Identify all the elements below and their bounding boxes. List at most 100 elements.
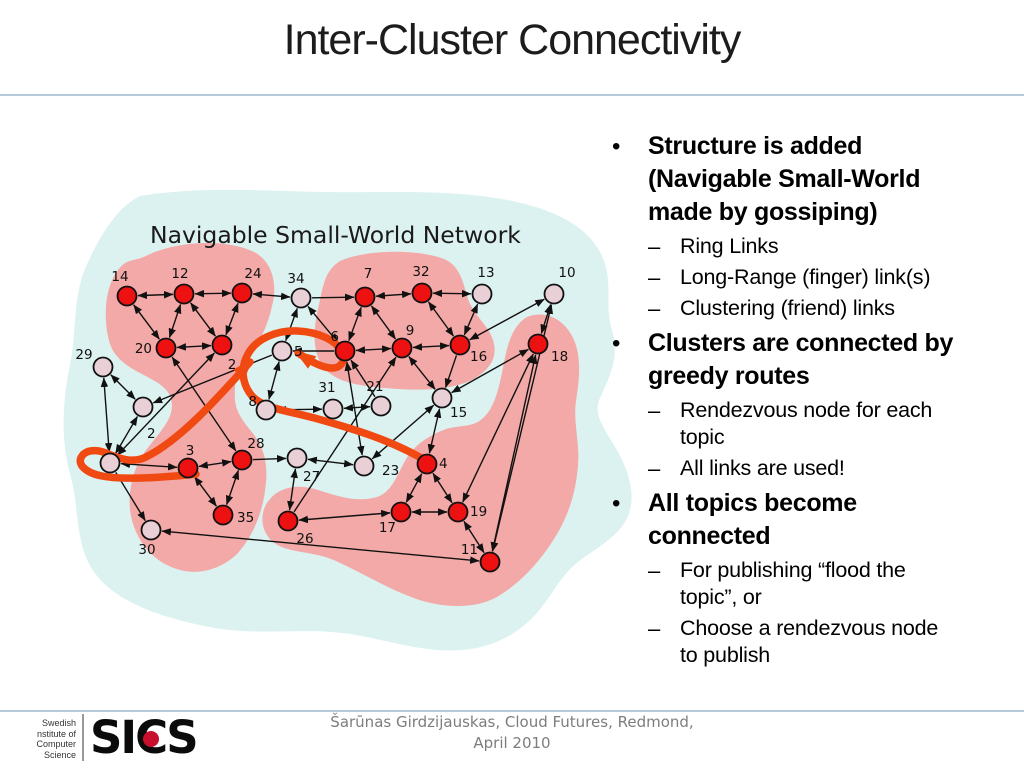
- node-6: [334, 340, 356, 362]
- bullet-marker: –: [648, 398, 661, 423]
- edge-4-17: [405, 473, 423, 503]
- node-31: [322, 398, 344, 420]
- bullet-text: Clustering (friend) links: [680, 296, 895, 320]
- edge-26-27: [287, 468, 298, 511]
- node-label-14: 14: [111, 269, 128, 285]
- edge-bl-3: [120, 460, 178, 471]
- bullet-text: Long-Range (finger) link(s): [680, 265, 931, 289]
- edge-5-8: [267, 361, 281, 400]
- node-label-15: 15: [450, 405, 467, 421]
- edge-3-28: [198, 459, 232, 469]
- bullet-text: For publishing “flood the topic”, or: [680, 558, 906, 609]
- node-30: [140, 519, 162, 541]
- node-16: [449, 334, 471, 356]
- edge-28-35: [225, 469, 240, 506]
- bullet-text: Structure is added (Navigable Small-Worl…: [648, 132, 921, 226]
- node-label-9: 9: [406, 323, 415, 339]
- edge-30-11: [161, 528, 480, 564]
- bullet-marker: –: [648, 296, 661, 321]
- edge-29-bl: [100, 377, 113, 453]
- bullet-marker: –: [648, 456, 661, 481]
- node-10: [543, 283, 565, 305]
- node-24: [231, 282, 253, 304]
- edge-12-2: [190, 302, 216, 337]
- node-label-28: 28: [247, 436, 264, 452]
- node-label-2: 2: [228, 357, 237, 373]
- greedy-route-arrow-1: [76, 358, 254, 482]
- node-label-5: 5: [294, 344, 303, 360]
- node-2: [211, 334, 233, 356]
- node-label-7: 7: [364, 266, 373, 282]
- bullet-marker: –: [648, 616, 661, 641]
- node-label-10: 10: [558, 265, 575, 281]
- node-label-19: 19: [470, 504, 487, 520]
- sub-bullet-item: –Long-Range (finger) link(s): [648, 264, 1024, 291]
- node-label-11: 11: [461, 542, 478, 558]
- edge-20-2: [176, 342, 212, 351]
- title-divider-line: [0, 94, 1024, 96]
- node-label-35: 35: [237, 510, 254, 526]
- node-label-26: 26: [296, 531, 313, 547]
- bullet-item: •All topics become connected: [598, 487, 1024, 553]
- node-12: [173, 283, 195, 305]
- sics-logo: Swedish nstitute of Computer Science SIC…: [6, 711, 199, 764]
- node-label-27: 27: [303, 469, 320, 485]
- edge-24-2: [225, 302, 239, 336]
- node-4: [416, 453, 438, 475]
- node-28: [231, 449, 253, 471]
- edge-28-27: [252, 454, 287, 463]
- logo-brand: SICS: [90, 711, 199, 764]
- edge-9-15: [408, 356, 436, 390]
- node-29: [92, 356, 114, 378]
- node-label-21: 21: [366, 379, 383, 395]
- bullet-marker: –: [648, 234, 661, 259]
- edge-27-23: [307, 456, 354, 468]
- node-label-32: 32: [412, 264, 429, 280]
- logo-letter-c: C: [135, 714, 168, 761]
- bullet-marker: –: [648, 265, 661, 290]
- diagram-title: Navigable Small-World Network: [150, 221, 521, 249]
- node-21: [370, 395, 392, 417]
- bullet-item: •Clusters are connected by greedy routes: [598, 327, 1024, 393]
- node-u2: [132, 396, 154, 418]
- edge-26-9: [293, 356, 397, 513]
- node-label-16: 16: [470, 349, 487, 365]
- bullet-text: Rendezvous node for each topic: [680, 398, 933, 449]
- edge-15-23: [371, 404, 435, 460]
- node-label-18: 18: [551, 349, 568, 365]
- edge-3-35: [194, 476, 217, 507]
- logo-divider: [82, 714, 84, 761]
- bullet-text: Choose a rendezvous node to publish: [680, 616, 939, 667]
- node-label-23: 23: [382, 463, 399, 479]
- edge-32-13: [432, 289, 472, 298]
- edge-6-23: [344, 361, 365, 456]
- sub-bullet-item: –Choose a rendezvous node to publish: [648, 615, 1024, 669]
- edge-6-9: [355, 345, 392, 354]
- node-7: [354, 286, 376, 308]
- node-label-6: 6: [330, 329, 339, 345]
- node-label-17: 17: [379, 520, 396, 536]
- node-20: [155, 337, 177, 359]
- edge-4-19: [432, 472, 453, 504]
- node-label-3: 3: [186, 443, 195, 459]
- node-5: [271, 340, 293, 362]
- bullet-marker: •: [612, 133, 621, 160]
- node-label-30: 30: [138, 542, 155, 558]
- node-8: [255, 399, 277, 421]
- bullet-marker: –: [648, 558, 661, 583]
- edge-7-6: [348, 306, 362, 342]
- edge-15-4: [427, 408, 442, 454]
- node-label-13: 13: [477, 265, 494, 281]
- edge-14-20: [133, 304, 160, 340]
- edge-34-5: [285, 307, 298, 342]
- bullet-list: • Structure is added (Navigable Small-Wor…: [598, 130, 1024, 673]
- edge-12-24: [194, 289, 232, 298]
- edge-16-15: [444, 355, 458, 389]
- edge-6-34: [307, 306, 339, 343]
- bullet-marker: •: [612, 330, 621, 357]
- edge-26-17: [298, 509, 391, 524]
- sub-bullet-item: –Rendezvous node for each topic: [648, 397, 1024, 451]
- logo-letter-i: I: [120, 711, 137, 764]
